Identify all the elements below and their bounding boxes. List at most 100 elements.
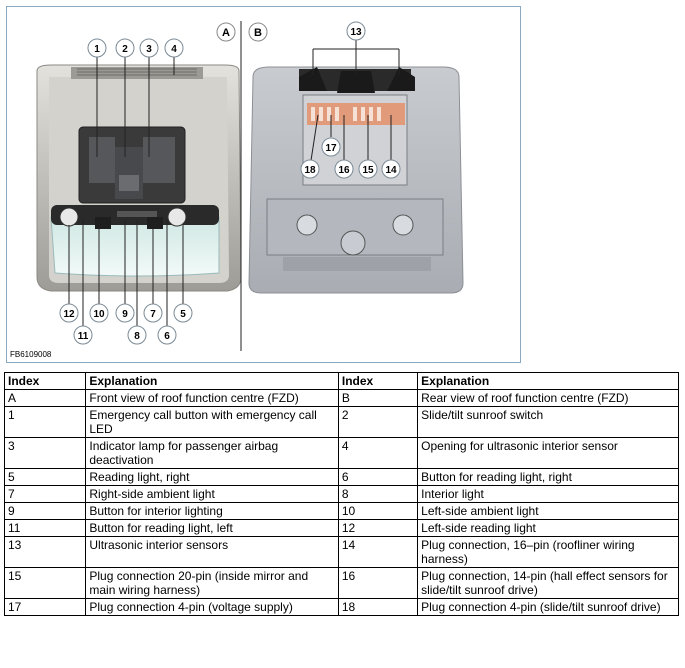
index-cell: 2 — [337, 406, 419, 438]
explanation-cell: Ultrasonic interior sensors — [85, 536, 339, 568]
explanation-cell: Right-side ambient light — [85, 485, 339, 503]
explanation-cell: Plug connection 4-pin (slide/tilt sunroo… — [417, 598, 679, 616]
explanation-cell: Button for reading light, right — [417, 468, 679, 486]
index-cell: 10 — [337, 502, 419, 520]
header-explanation: Explanation — [417, 372, 679, 390]
svg-text:B: B — [254, 27, 262, 39]
svg-text:2: 2 — [122, 44, 128, 55]
index-cell: 1 — [3, 406, 87, 438]
index-cell: B — [337, 389, 419, 407]
header-index: Index — [3, 372, 87, 390]
callout-15: 15 — [358, 159, 378, 179]
callout-9: 9 — [115, 303, 135, 323]
svg-text:A: A — [222, 27, 230, 39]
index-cell: 16 — [337, 567, 419, 599]
callout-6: 6 — [157, 325, 177, 345]
svg-text:1: 1 — [94, 44, 100, 55]
index-cell: 15 — [3, 567, 87, 599]
index-cell: 9 — [3, 502, 87, 520]
index-cell: 7 — [3, 485, 87, 503]
svg-text:11: 11 — [78, 331, 89, 342]
svg-text:13: 13 — [350, 27, 362, 38]
index-cell: 13 — [3, 536, 87, 568]
callout-13: 13 — [346, 21, 366, 41]
index-cell: 14 — [337, 536, 419, 568]
index-cell: 17 — [3, 598, 87, 616]
explanation-cell: Opening for ultrasonic interior sensor — [417, 437, 679, 469]
svg-text:18: 18 — [304, 165, 316, 176]
svg-text:4: 4 — [171, 44, 177, 55]
explanation-cell: Front view of roof function centre (FZD) — [85, 389, 339, 407]
svg-text:7: 7 — [150, 309, 156, 320]
explanation-cell: Interior light — [417, 485, 679, 503]
explanation-cell: Left-side ambient light — [417, 502, 679, 520]
callout-3: 3 — [139, 38, 159, 58]
callout-16: 16 — [334, 159, 354, 179]
svg-text:9: 9 — [122, 309, 128, 320]
panel-label-b: B — [248, 22, 268, 42]
table-header-row: Index Explanation Index Explanation — [3, 372, 679, 390]
explanation-cell: Plug connection, 14-pin (hall effect sen… — [417, 567, 679, 599]
explanation-cell: Plug connection 20-pin (inside mirror an… — [85, 567, 339, 599]
explanation-cell: Emergency call button with emergency cal… — [85, 406, 339, 438]
index-cell: 18 — [337, 598, 419, 616]
panel-label-a: A — [216, 22, 236, 42]
explanation-cell: Slide/tilt sunroof switch — [417, 406, 679, 438]
explanation-cell: Left-side reading light — [417, 519, 679, 537]
svg-text:16: 16 — [338, 165, 350, 176]
callout-2: 2 — [115, 38, 135, 58]
svg-text:8: 8 — [134, 331, 140, 342]
index-cell: 8 — [337, 485, 419, 503]
svg-text:15: 15 — [362, 165, 374, 176]
explanation-cell: Plug connection, 16–pin (roofliner wirin… — [417, 536, 679, 568]
index-cell: A — [3, 389, 87, 407]
callout-11: 11 — [73, 325, 93, 345]
svg-text:3: 3 — [146, 44, 152, 55]
header-index: Index — [337, 372, 419, 390]
index-cell: 12 — [337, 519, 419, 537]
index-cell: 3 — [3, 437, 87, 469]
figure-code: FB6109008 — [10, 350, 52, 359]
svg-text:14: 14 — [385, 165, 397, 176]
callout-14: 14 — [381, 159, 401, 179]
callout-18: 18 — [300, 159, 320, 179]
svg-text:5: 5 — [180, 309, 186, 320]
index-cell: 5 — [3, 468, 87, 486]
callout-7: 7 — [143, 303, 163, 323]
explanation-cell: Plug connection 4-pin (voltage supply) — [85, 598, 339, 616]
explanation-cell: Button for interior lighting — [85, 502, 339, 520]
svg-text:12: 12 — [63, 309, 75, 320]
callout-12: 12 — [59, 303, 79, 323]
svg-text:17: 17 — [325, 143, 337, 154]
explanation-cell: Button for reading light, left — [85, 519, 339, 537]
index-cell: 4 — [337, 437, 419, 469]
callout-5: 5 — [173, 303, 193, 323]
index-cell: 6 — [337, 468, 419, 486]
front-view-illustration — [36, 55, 242, 331]
index-cell: 11 — [3, 519, 87, 537]
explanation-cell: Reading light, right — [85, 468, 339, 486]
svg-text:6: 6 — [164, 331, 170, 342]
callout-17: 17 — [321, 137, 341, 157]
callout-1: 1 — [87, 38, 107, 58]
explanation-cell: Rear view of roof function centre (FZD) — [417, 389, 679, 407]
explanation-cell: Indicator lamp for passenger airbag deac… — [85, 437, 339, 469]
header-explanation: Explanation — [85, 372, 339, 390]
callout-10: 10 — [89, 303, 109, 323]
callout-4: 4 — [164, 38, 184, 58]
